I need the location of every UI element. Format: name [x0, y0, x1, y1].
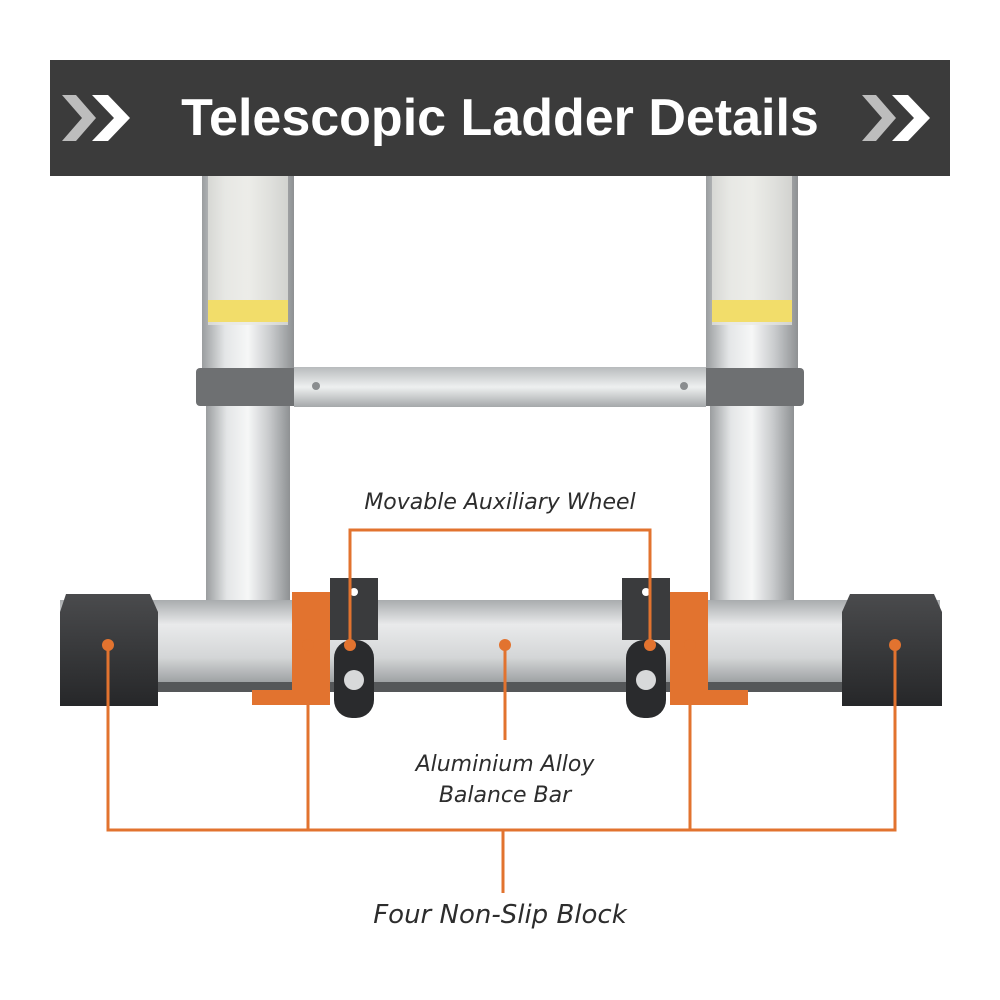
callout-dots [102, 639, 901, 651]
blocks-callout-label: Four Non-Slip Block [373, 900, 627, 930]
wheel-callout-label: Movable Auxiliary Wheel [364, 490, 636, 515]
callout-dot [684, 639, 696, 651]
double-chevron-right-icon [862, 95, 930, 141]
orange-bracket-left [252, 592, 330, 705]
callout-dot [302, 639, 314, 651]
balance-bar-callout-label-line2: Balance Bar [438, 783, 572, 808]
callout-dot [499, 639, 511, 651]
ladder-rung [294, 367, 706, 407]
title-banner: Telescopic Ladder Details [50, 60, 950, 176]
balance-bar-callout-label-line1: Aluminium Alloy [415, 752, 595, 777]
auxiliary-wheel-right [622, 578, 670, 718]
callout-dot [644, 639, 656, 651]
callout-dot [102, 639, 114, 651]
callout-dot [344, 639, 356, 651]
callout-lines [106, 528, 897, 893]
balance-bar [60, 600, 940, 692]
callout-dot [889, 639, 901, 651]
auxiliary-wheel-left [330, 578, 378, 718]
page-title: Telescopic Ladder Details [181, 89, 819, 147]
double-chevron-right-icon [62, 95, 130, 141]
